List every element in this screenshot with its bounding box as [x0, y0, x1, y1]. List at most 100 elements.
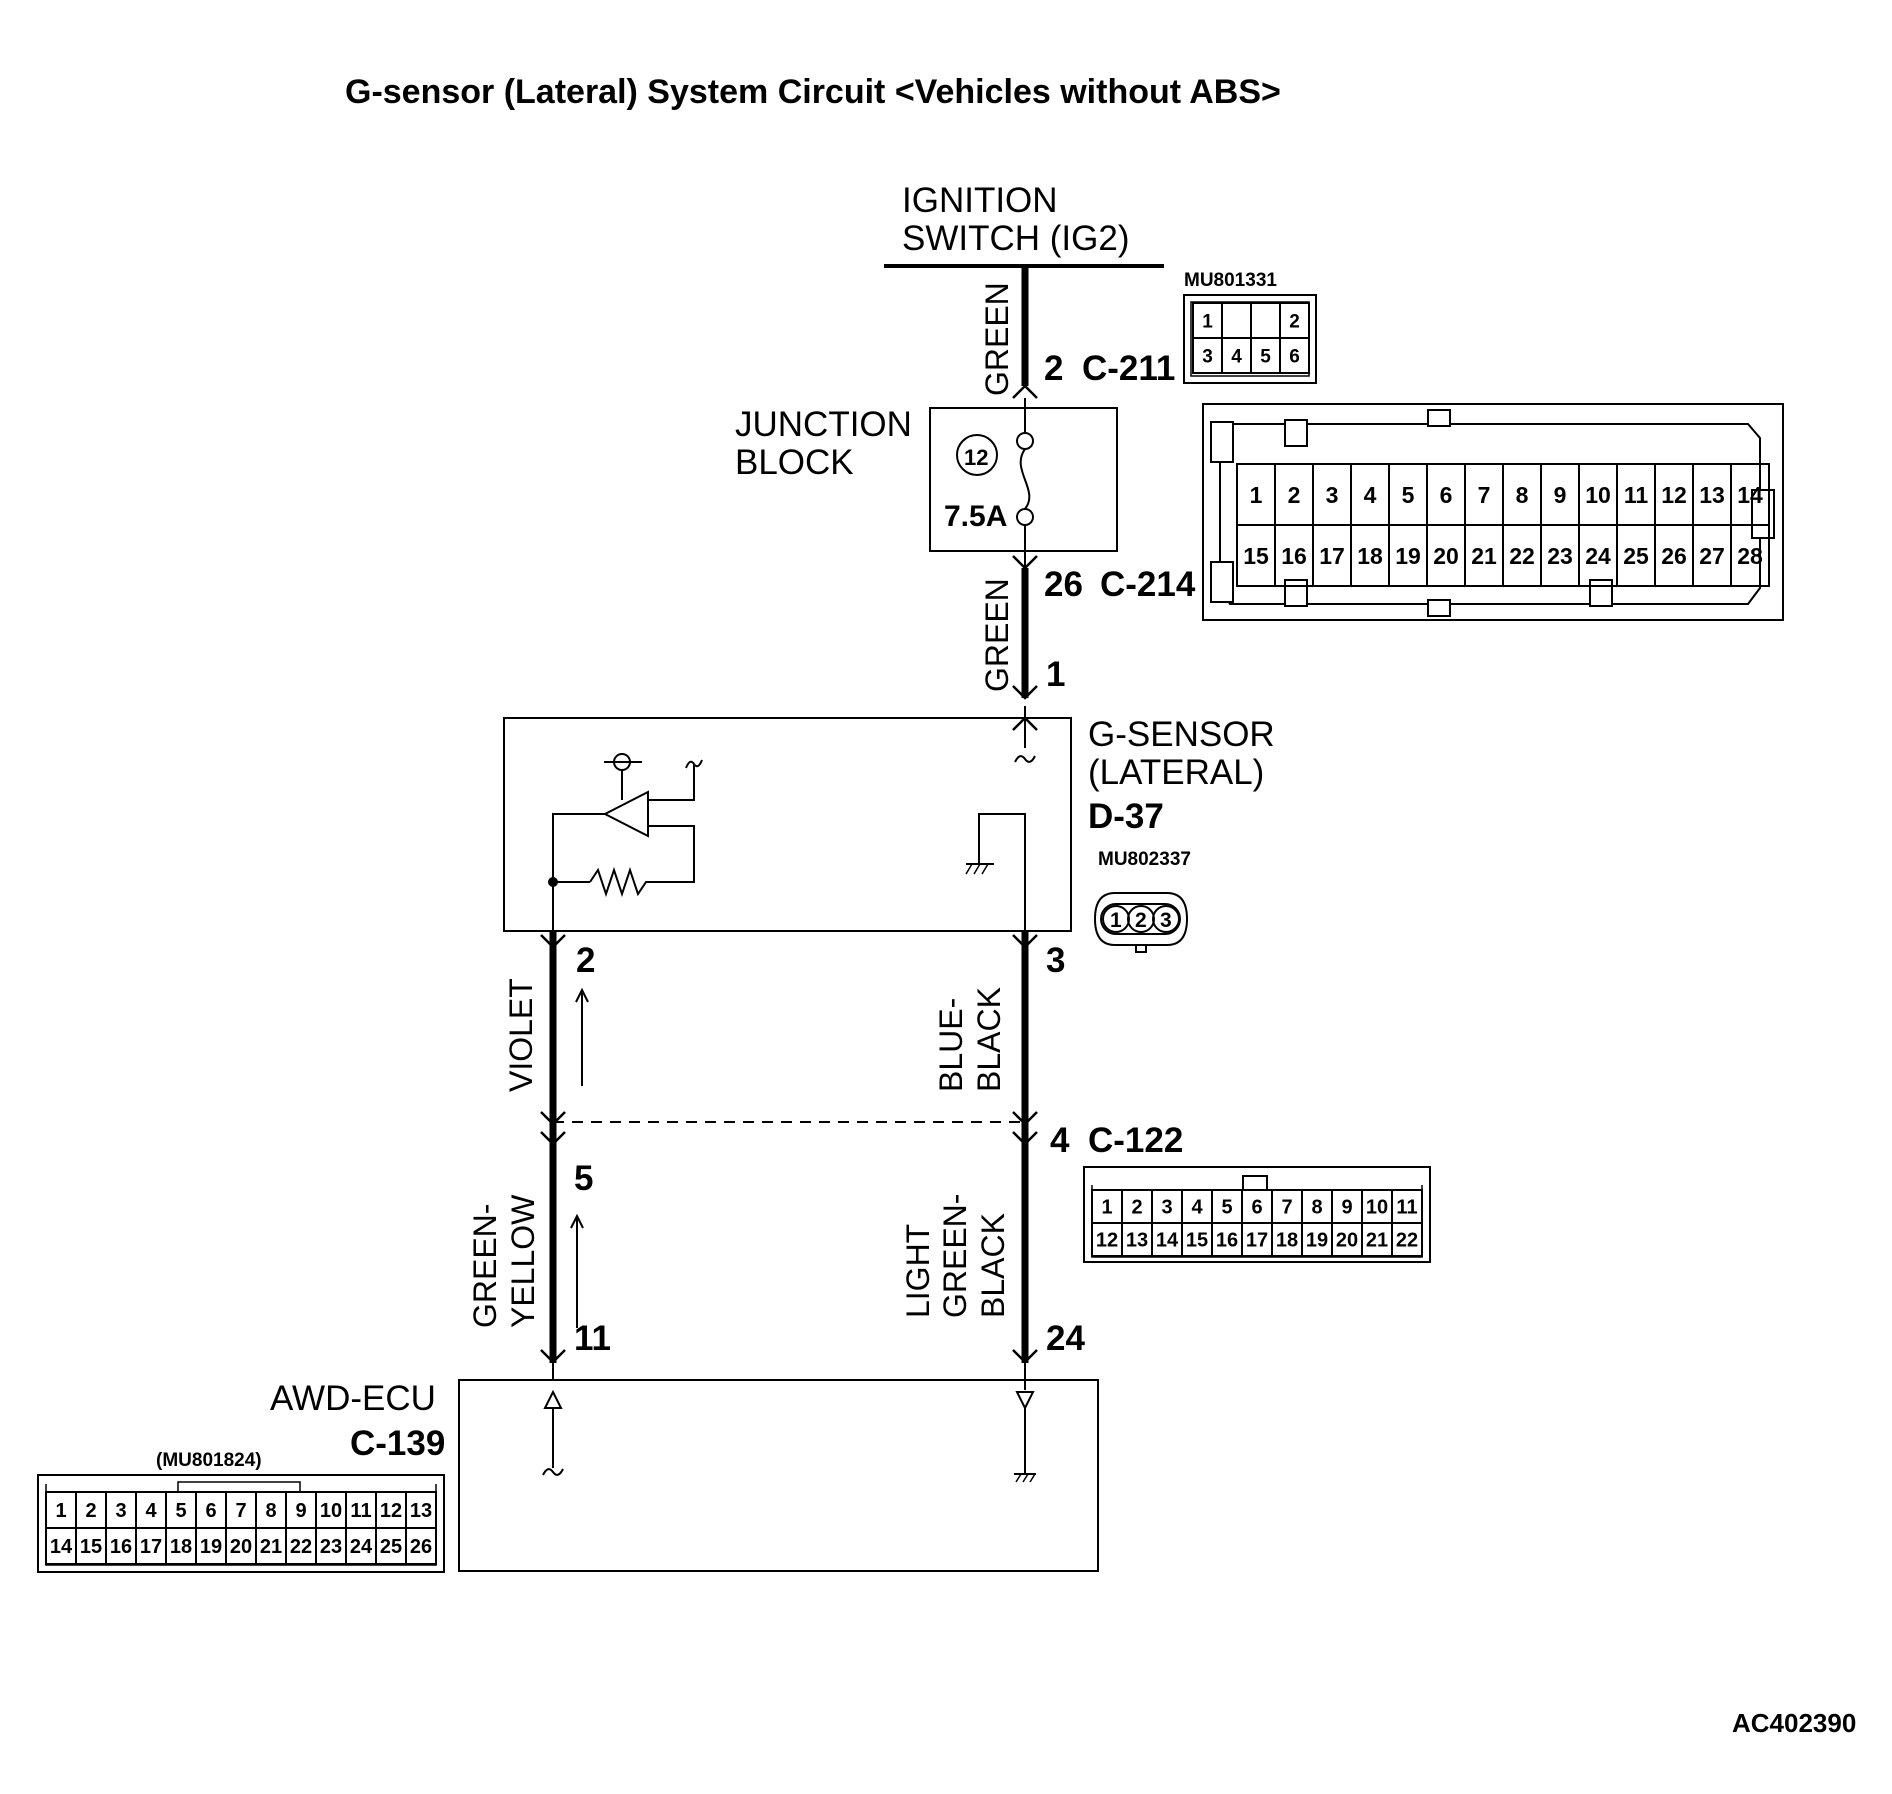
- wire-color-label-1: GREEN-: [467, 1204, 503, 1328]
- pin-label: 8: [265, 1500, 276, 1522]
- sensor-pin-3: 3: [1046, 941, 1065, 980]
- pin-label: 21: [1471, 543, 1497, 569]
- pin-label: 19: [1395, 543, 1421, 569]
- wire-light-green-black: LIGHT GREEN- BLACK: [900, 1125, 1038, 1364]
- pin-label: 16: [1281, 543, 1307, 569]
- pin-label: 2: [1288, 482, 1301, 508]
- pin-label: 24: [350, 1536, 373, 1558]
- g-sensor-label-line2: (LATERAL): [1088, 753, 1264, 792]
- pin-label: 21: [260, 1536, 282, 1558]
- pin-label: 8: [1311, 1197, 1322, 1219]
- amplifier-symbol: [602, 790, 649, 838]
- pin-label: 16: [110, 1536, 132, 1558]
- wire-color-label-1: BLUE-: [933, 998, 969, 1092]
- pin-cell: [405, 1527, 437, 1565]
- awd-ecu: AWD-ECU C-139: [270, 1363, 1099, 1572]
- ignition-label-line2: SWITCH (IG2): [902, 219, 1129, 258]
- c122-left-pin: 5: [574, 1159, 593, 1198]
- pin-label: 25: [1623, 543, 1649, 569]
- pin-label: 14: [1156, 1230, 1179, 1252]
- pin-label: 18: [1276, 1230, 1298, 1252]
- junction-label-line1: JUNCTION: [735, 405, 912, 444]
- pin-label: 19: [200, 1536, 222, 1558]
- awd-ecu-box: [458, 1379, 1099, 1572]
- pin-label: 4: [145, 1500, 157, 1522]
- pin-cell: [1279, 337, 1310, 374]
- pin-label: 14: [1737, 482, 1763, 508]
- g-sensor-connector-icon: 1 2 3: [1093, 892, 1189, 953]
- pin-label: 25: [380, 1536, 402, 1558]
- junction-box: [929, 407, 1118, 552]
- pin-cell: [1391, 1222, 1423, 1257]
- c122-right-pin: 4: [1050, 1121, 1070, 1160]
- g-sensor-connector-id: D-37: [1088, 797, 1164, 836]
- pin-label: 6: [1289, 346, 1300, 367]
- c211-pin-number: 2: [1044, 349, 1063, 388]
- wire-color-label-2: BLACK: [971, 987, 1007, 1092]
- pin-label: 9: [1341, 1197, 1352, 1219]
- pin-label: 17: [140, 1536, 162, 1558]
- pin-label: 24: [1585, 543, 1611, 569]
- pin-label: 22: [1396, 1230, 1418, 1252]
- pin-label: 18: [170, 1536, 192, 1558]
- pin-label: 28: [1737, 543, 1763, 569]
- wire-green-yellow: GREEN- YELLOW: [467, 1125, 584, 1364]
- pin-label: 26: [410, 1536, 432, 1558]
- junction-block: JUNCTION BLOCK 12 7.5A: [735, 398, 1118, 570]
- wire-blue-black: BLUE- BLACK: [933, 931, 1038, 1126]
- c214-connector-id: C-214: [1100, 565, 1196, 604]
- fuse-terminal-top: [1016, 432, 1034, 450]
- pin-label: 17: [1246, 1230, 1268, 1252]
- connector-arrow-down: [1012, 685, 1038, 700]
- pin-label: 20: [230, 1536, 252, 1558]
- g-sensor-part-number: MU802337: [1098, 849, 1191, 870]
- pin-cell: [1221, 302, 1252, 339]
- pin-label: 4: [1364, 482, 1377, 508]
- pin-label: 6: [1440, 482, 1453, 508]
- junction-label-line2: BLOCK: [735, 443, 854, 482]
- pin-label: 26: [1661, 543, 1687, 569]
- pin-label: 12: [1096, 1230, 1118, 1252]
- pin-label: 13: [1126, 1230, 1148, 1252]
- ignition-switch: IGNITION SWITCH (IG2): [884, 181, 1164, 268]
- pin-label: 12: [380, 1500, 402, 1522]
- connector-arrow-down: [540, 1349, 566, 1364]
- pin-label: 4: [1231, 346, 1242, 367]
- pin-label: 11: [350, 1500, 371, 1522]
- pin-label: 10: [1366, 1197, 1388, 1219]
- pin-label: 23: [320, 1536, 342, 1558]
- c211-connector-id: C-211: [1082, 349, 1175, 388]
- sensor-pin-1: 1: [1046, 655, 1065, 694]
- pin-label: 13: [1699, 482, 1725, 508]
- c139-part-number: (MU801824): [156, 1450, 262, 1471]
- g-sensor-pin-2: 2: [1135, 909, 1147, 932]
- ecu-left-pin: 11: [574, 1319, 611, 1358]
- pin-label: 9: [295, 1500, 306, 1522]
- c214-pin-number: 26: [1044, 565, 1083, 604]
- pin-label: 7: [1281, 1197, 1292, 1219]
- pin-cell: [1730, 524, 1770, 587]
- sensor-pin-2: 2: [576, 941, 595, 980]
- pin-label: 16: [1216, 1230, 1238, 1252]
- pin-label: 2: [85, 1500, 96, 1522]
- g-sensor-box: [503, 717, 1072, 932]
- ground-terminal-icon: [1015, 1391, 1035, 1411]
- wire-color-label-2: YELLOW: [505, 1194, 541, 1328]
- pin-label: 23: [1547, 543, 1573, 569]
- wire-violet: VIOLET: [503, 931, 589, 1126]
- pin-label: 2: [1289, 311, 1300, 332]
- pin-label: 1: [1250, 482, 1263, 508]
- pin-label: 20: [1433, 543, 1459, 569]
- wire-color-label: VIOLET: [503, 978, 539, 1092]
- pin-label: 19: [1306, 1230, 1328, 1252]
- pin-label: 4: [1191, 1197, 1203, 1219]
- pin-label: 20: [1336, 1230, 1358, 1252]
- supply-tilde: [1014, 755, 1036, 763]
- pin-label: 3: [115, 1500, 126, 1522]
- pin-label: 10: [1585, 482, 1611, 508]
- pin-label: 11: [1624, 482, 1649, 508]
- pin-label: 22: [1509, 543, 1535, 569]
